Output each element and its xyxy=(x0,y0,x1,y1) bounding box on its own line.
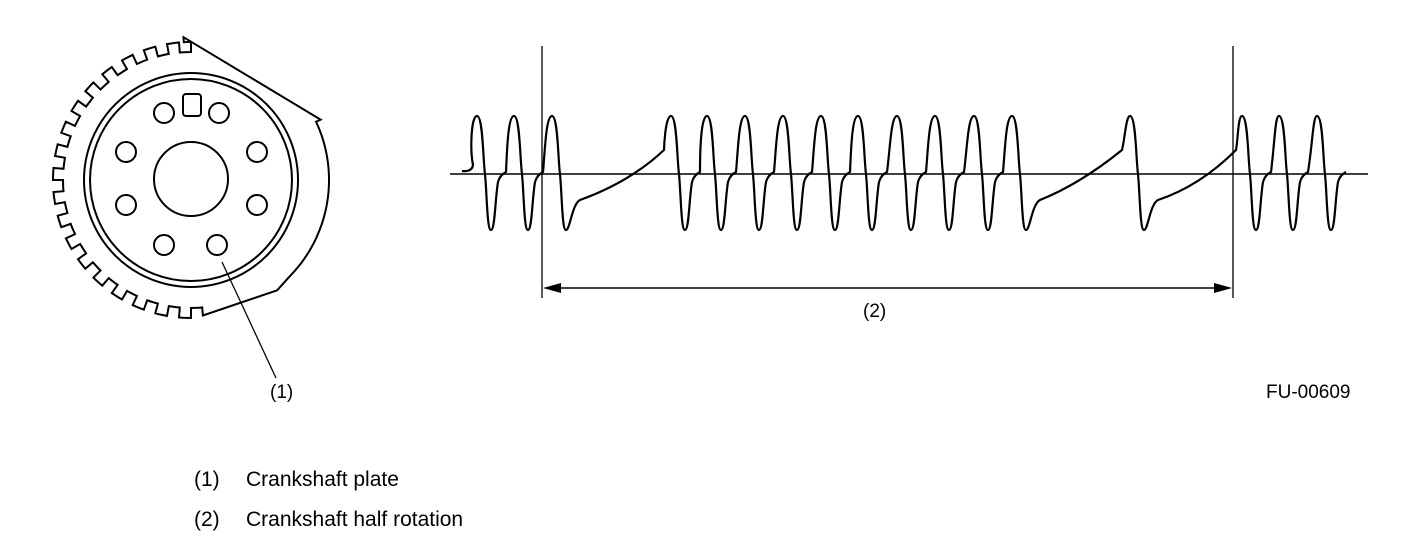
plate-inner-ring xyxy=(89,78,293,282)
crankshaft-plate xyxy=(51,35,330,379)
legend-number: (2) xyxy=(194,508,220,531)
crank-signal-diagram xyxy=(51,35,1368,379)
plate-center-bore xyxy=(153,141,229,217)
half-rotation-callout-label: (2) xyxy=(863,301,887,322)
legend-text: Crankshaft plate xyxy=(246,468,399,491)
arrowhead-left xyxy=(543,283,561,293)
plate-hole xyxy=(115,194,137,216)
plate-key-slot xyxy=(182,93,202,117)
plate-hole xyxy=(153,102,175,124)
legend-item: (2) Crankshaft half rotation xyxy=(194,508,463,548)
plate-hole xyxy=(206,234,228,256)
plate-leader-line xyxy=(221,261,277,379)
plate-hole xyxy=(115,141,137,163)
figure-id: FU-00609 xyxy=(1266,382,1351,403)
legend-number: (1) xyxy=(194,468,220,491)
plate-hole xyxy=(208,102,230,124)
plate-outer-ring xyxy=(83,72,299,288)
signal-waveform xyxy=(461,114,1347,232)
legend-item: (1) Crankshaft plate xyxy=(194,468,463,508)
plate-hole xyxy=(153,234,175,256)
crank-signal xyxy=(450,46,1368,298)
plate-hole xyxy=(246,141,268,163)
plate-hole xyxy=(246,194,268,216)
legend: (1) Crankshaft plate (2) Crankshaft half… xyxy=(194,468,463,548)
plate-callout-label: (1) xyxy=(270,382,294,403)
plate-teeth-outline xyxy=(51,35,330,320)
legend-text: Crankshaft half rotation xyxy=(246,508,464,531)
arrowhead-right xyxy=(1214,283,1232,293)
